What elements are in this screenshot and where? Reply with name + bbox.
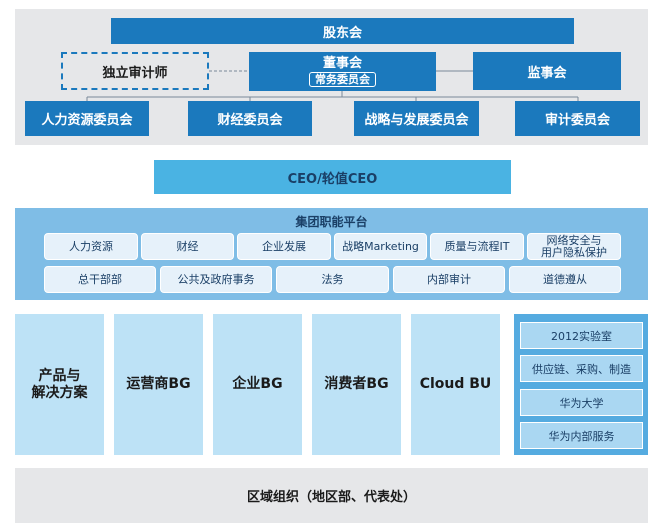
platform-item-hr: 人力资源: [44, 233, 138, 260]
platform-item-corp-dev: 企业发展: [237, 233, 331, 260]
support-item-internal-services: 华为内部服务: [520, 422, 643, 449]
board-title: 董事会: [322, 56, 362, 71]
board-of-directors: 董事会 常务委员会: [249, 52, 436, 91]
platform-title: 集团职能平台: [295, 214, 368, 229]
supervisory-board: 监事会: [473, 52, 621, 90]
platform-item-ethics: 道德遵从: [509, 266, 621, 293]
platform-item-quality-it: 质量与流程IT: [430, 233, 524, 260]
bu-cloud: Cloud BU: [411, 314, 500, 455]
platform-item-cadre: 总干部部: [44, 266, 156, 293]
audit-committee: 审计委员会: [515, 101, 640, 136]
bg-consumer: 消费者BG: [312, 314, 401, 455]
shareholders-meeting: 股东会: [111, 18, 574, 44]
ceo-box: CEO/轮值CEO: [154, 160, 511, 194]
platform-item-finance: 财经: [141, 233, 234, 260]
platform-item-internal-audit: 内部审计: [393, 266, 505, 293]
support-item-university: 华为大学: [520, 389, 643, 416]
hr-committee: 人力资源委员会: [25, 101, 149, 136]
support-item-supply-chain: 供应链、采购、制造: [520, 355, 643, 382]
platform-item-cybersecurity: 网络安全与 用户隐私保护: [527, 233, 621, 260]
bg-enterprise: 企业BG: [213, 314, 302, 455]
independent-auditor: 独立审计师: [61, 52, 209, 90]
platform-item-public-affairs: 公共及政府事务: [160, 266, 272, 293]
executive-committee: 常务委员会: [309, 72, 376, 87]
regional-organizations: 区域组织（地区部、代表处）: [15, 468, 648, 523]
platform-item-marketing: 战略Marketing: [334, 233, 427, 260]
finance-committee: 财经委员会: [188, 101, 312, 136]
platform-item-legal: 法务: [276, 266, 389, 293]
bg-carrier: 运营商BG: [114, 314, 203, 455]
bg-products-solutions: 产品与 解决方案: [15, 314, 104, 455]
strategy-committee: 战略与发展委员会: [354, 101, 479, 136]
support-item-2012-labs: 2012实验室: [520, 322, 643, 349]
